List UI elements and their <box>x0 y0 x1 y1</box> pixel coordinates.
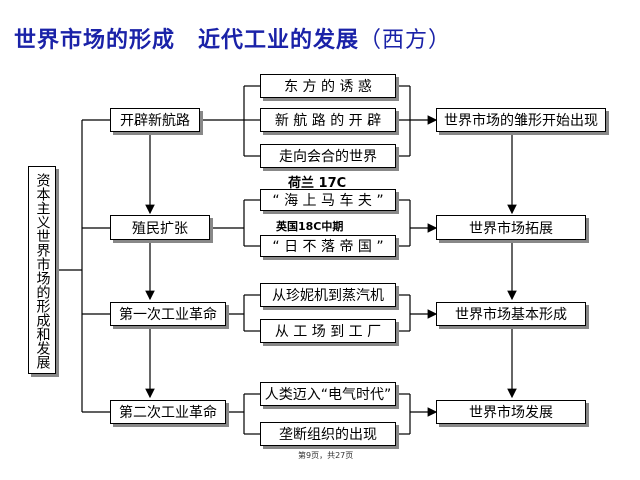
stage-first-industrial: 第一次工业革命 <box>110 302 226 326</box>
root-box: 资本主义世界市场的形成和发展 <box>28 166 56 374</box>
stage-colonial-expansion: 殖民扩张 <box>110 215 210 240</box>
title-sub: （西方） <box>359 28 452 53</box>
result-expansion: 世界市场拓展 <box>436 215 586 240</box>
detail-route-opening: 新 航 路 的 开 辟 <box>260 108 396 132</box>
title-main: 世界市场的形成 近代工业的发展 <box>14 28 360 53</box>
detail-electric-age: 人类迈入“电气时代” <box>260 382 396 406</box>
detail-workshop-factory: 从 工 场 到 工 厂 <box>260 319 396 343</box>
detail-converging-world: 走向会合的世界 <box>260 144 396 168</box>
label-netherlands: 荷兰 17C <box>288 176 347 191</box>
detail-jenny-steam: 从珍妮机到蒸汽机 <box>260 283 396 307</box>
result-basic-formation: 世界市场基本形成 <box>436 302 586 326</box>
detail-eastern-lure: 东 方 的 诱 惑 <box>260 74 396 98</box>
detail-empire-sun: “ 日 不 落 帝 国 ” <box>260 235 396 257</box>
result-prototype: 世界市场的雏形开始出现 <box>436 108 606 132</box>
stage-new-routes: 开辟新航路 <box>110 108 200 132</box>
page-title: 世界市场的形成 近代工业的发展（西方） <box>14 22 451 54</box>
label-britain: 英国18C中期 <box>276 220 344 233</box>
page-number: 第9页，共27页 <box>298 451 354 460</box>
detail-sea-coachman: “ 海 上 马 车 夫 ” <box>260 189 396 211</box>
stage-second-industrial: 第二次工业革命 <box>110 400 226 424</box>
result-development: 世界市场发展 <box>436 400 586 424</box>
detail-monopoly: 垄断组织的出现 <box>260 422 396 446</box>
